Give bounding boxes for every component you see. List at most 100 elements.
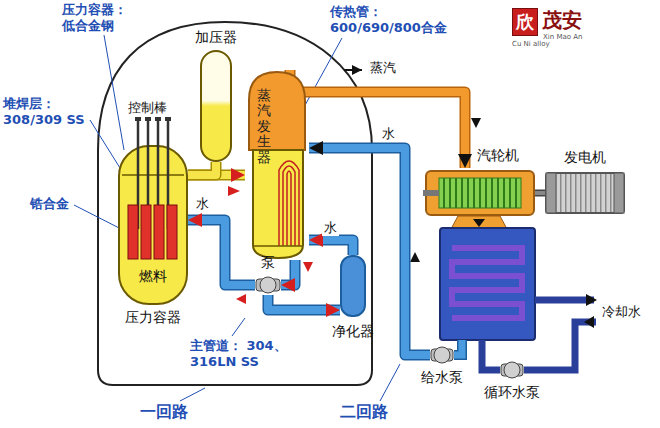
label-holder: 发电机 xyxy=(564,149,606,166)
loop-label: 二回路 xyxy=(340,402,388,423)
generator: 发电机 xyxy=(545,170,625,216)
pipe-label: 蒸汽 xyxy=(368,60,398,76)
pipe-core xyxy=(309,148,430,355)
pipe-core xyxy=(268,295,340,310)
flow-arrow xyxy=(303,262,313,272)
flow-arrow xyxy=(344,69,362,71)
pipe-label: 水 xyxy=(380,126,397,142)
pipe-outline xyxy=(309,240,353,255)
flow-arrow xyxy=(228,186,240,196)
label-holder: 传热管： 600/690/800合金 xyxy=(330,4,454,35)
generator-shape xyxy=(545,170,625,216)
label-holder: 主管道： 304、316LN SS xyxy=(190,338,306,369)
circulating-pump-label: 循环水泵 xyxy=(484,384,540,401)
loop-label: 一回路 xyxy=(140,402,188,423)
containment-dome xyxy=(98,22,372,385)
label-holder: 给水泵 xyxy=(421,369,463,386)
fuel-assembly-label: 燃料 xyxy=(139,268,167,285)
label-holder: 冷却水 xyxy=(602,304,641,320)
label-holder: 锆合金 xyxy=(30,196,69,212)
pipe-connector xyxy=(268,295,340,310)
label-holder: Xin Mao An xyxy=(543,33,582,41)
flow-arrow xyxy=(473,219,485,227)
part-label: 控制棒 xyxy=(128,100,167,116)
pipe-connector xyxy=(188,220,255,285)
condensate-pipe xyxy=(454,340,462,355)
pressurizer: 加压器 xyxy=(200,50,232,162)
label-holder: 汽轮机 xyxy=(477,147,519,164)
pressurizer-shape xyxy=(200,50,232,162)
label-holder: Cu Ni alloy xyxy=(512,40,550,48)
purifier-shape xyxy=(340,255,366,317)
condenser xyxy=(440,228,535,340)
label-holder: 欣 xyxy=(512,8,538,36)
label-holder: 水 xyxy=(194,196,211,212)
pump: 泵 xyxy=(255,275,281,295)
label-holder: 循环水泵 xyxy=(484,384,540,401)
label-holder: 二回路 xyxy=(340,402,388,423)
label-holder: 压力容器 xyxy=(125,309,181,326)
label-holder: 燃料 xyxy=(139,268,167,285)
material-callout: 堆焊层： 308/309 SS xyxy=(3,96,93,127)
flow-arrow xyxy=(471,118,481,128)
pipe-core xyxy=(281,260,295,285)
flow-arrow xyxy=(236,294,246,304)
pump-shape xyxy=(255,275,281,295)
pipe-connector xyxy=(535,193,545,194)
pipe-label: 水 xyxy=(322,220,339,236)
pressure-vessel-label: 压力容器 xyxy=(125,309,181,326)
turbine-label: 汽轮机 xyxy=(477,147,519,164)
pipe-outline xyxy=(188,162,216,175)
pressurizer-label: 加压器 xyxy=(195,29,237,46)
label-holder: 水 xyxy=(322,220,339,236)
material-callout: 压力容器： 低合金钢 xyxy=(62,2,132,33)
cooling-pipe xyxy=(482,322,596,370)
feedwater-pump: 给水泵 xyxy=(430,345,454,365)
steam-generator-shape xyxy=(245,70,309,260)
pipe-connector xyxy=(188,162,216,175)
condensate-pipe xyxy=(454,340,462,355)
purifier: 净化器 xyxy=(340,255,366,317)
pipe-core xyxy=(188,220,255,285)
feedwater-pump-shape xyxy=(430,345,454,365)
label-holder: 加压器 xyxy=(195,29,237,46)
pipe-outline xyxy=(281,260,295,285)
flow-arrow xyxy=(584,316,594,328)
purifier-label: 净化器 xyxy=(332,323,374,340)
logo-subtext: Cu Ni alloy xyxy=(512,40,550,48)
pipe-core xyxy=(309,240,353,255)
pipe-connector xyxy=(309,240,353,255)
pipe-core xyxy=(188,162,216,175)
logo-subtext: Xin Mao An xyxy=(543,33,582,41)
turbine-shape xyxy=(425,168,535,218)
label-holder: 泵 xyxy=(261,254,275,271)
label-holder: 水 xyxy=(380,126,397,142)
label-holder: 一回路 xyxy=(140,402,188,423)
turbine: 汽轮机 xyxy=(425,168,535,218)
logo-text: 茂安 xyxy=(542,7,582,34)
flow-arrow xyxy=(586,294,597,306)
steam-generator: 蒸汽发生器 xyxy=(245,70,309,260)
pipe-outline xyxy=(309,148,430,355)
circulating-pump-shape xyxy=(500,360,524,380)
label-holder: 净化器 xyxy=(332,323,374,340)
generator-label: 发电机 xyxy=(564,149,606,166)
label-holder: 控制棒 xyxy=(128,100,167,116)
pipe-connector xyxy=(309,148,430,355)
pipe-outline xyxy=(535,190,545,197)
steam-generator-label: 蒸汽发生器 xyxy=(257,88,271,165)
pipe-label: 水 xyxy=(194,196,211,212)
cooling-pipe xyxy=(535,297,594,304)
circulating-pump: 循环水泵 xyxy=(500,360,524,380)
flow-arrow xyxy=(410,252,420,262)
pressure-vessel: 燃料压力容器 xyxy=(118,145,188,305)
label-holder: 蒸汽发生器 xyxy=(257,88,271,165)
label-holder: 茂安 xyxy=(542,7,582,34)
label-holder: 压力容器： 低合金钢 xyxy=(62,2,132,33)
pipe-outline xyxy=(188,220,255,285)
pump-label: 泵 xyxy=(261,254,275,271)
condenser-coil xyxy=(452,248,522,318)
fuel-assembly: 燃料 xyxy=(126,205,180,285)
material-callout: 锆合金 xyxy=(30,196,69,212)
flow-label: 冷却水 xyxy=(602,304,641,320)
